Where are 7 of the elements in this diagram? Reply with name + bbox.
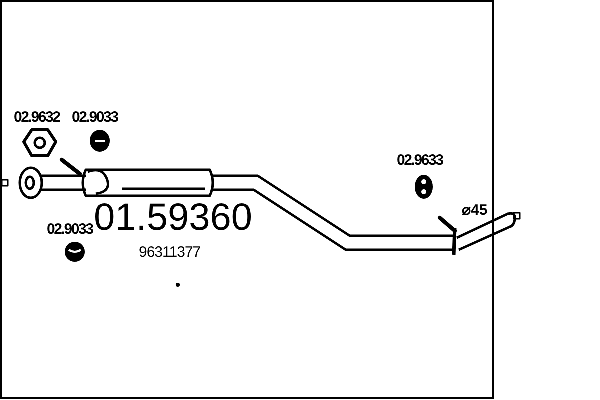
part-number: 02.9633 (397, 153, 443, 168)
part-number: 02.9033 (72, 110, 118, 125)
part-number: 02.9033 (47, 222, 93, 237)
reference-number: 96311377 (139, 245, 201, 260)
part-number: 02.9632 (14, 110, 60, 125)
article-number: 01.59360 (94, 199, 252, 237)
dimension-label: ⌀45 (462, 203, 488, 218)
